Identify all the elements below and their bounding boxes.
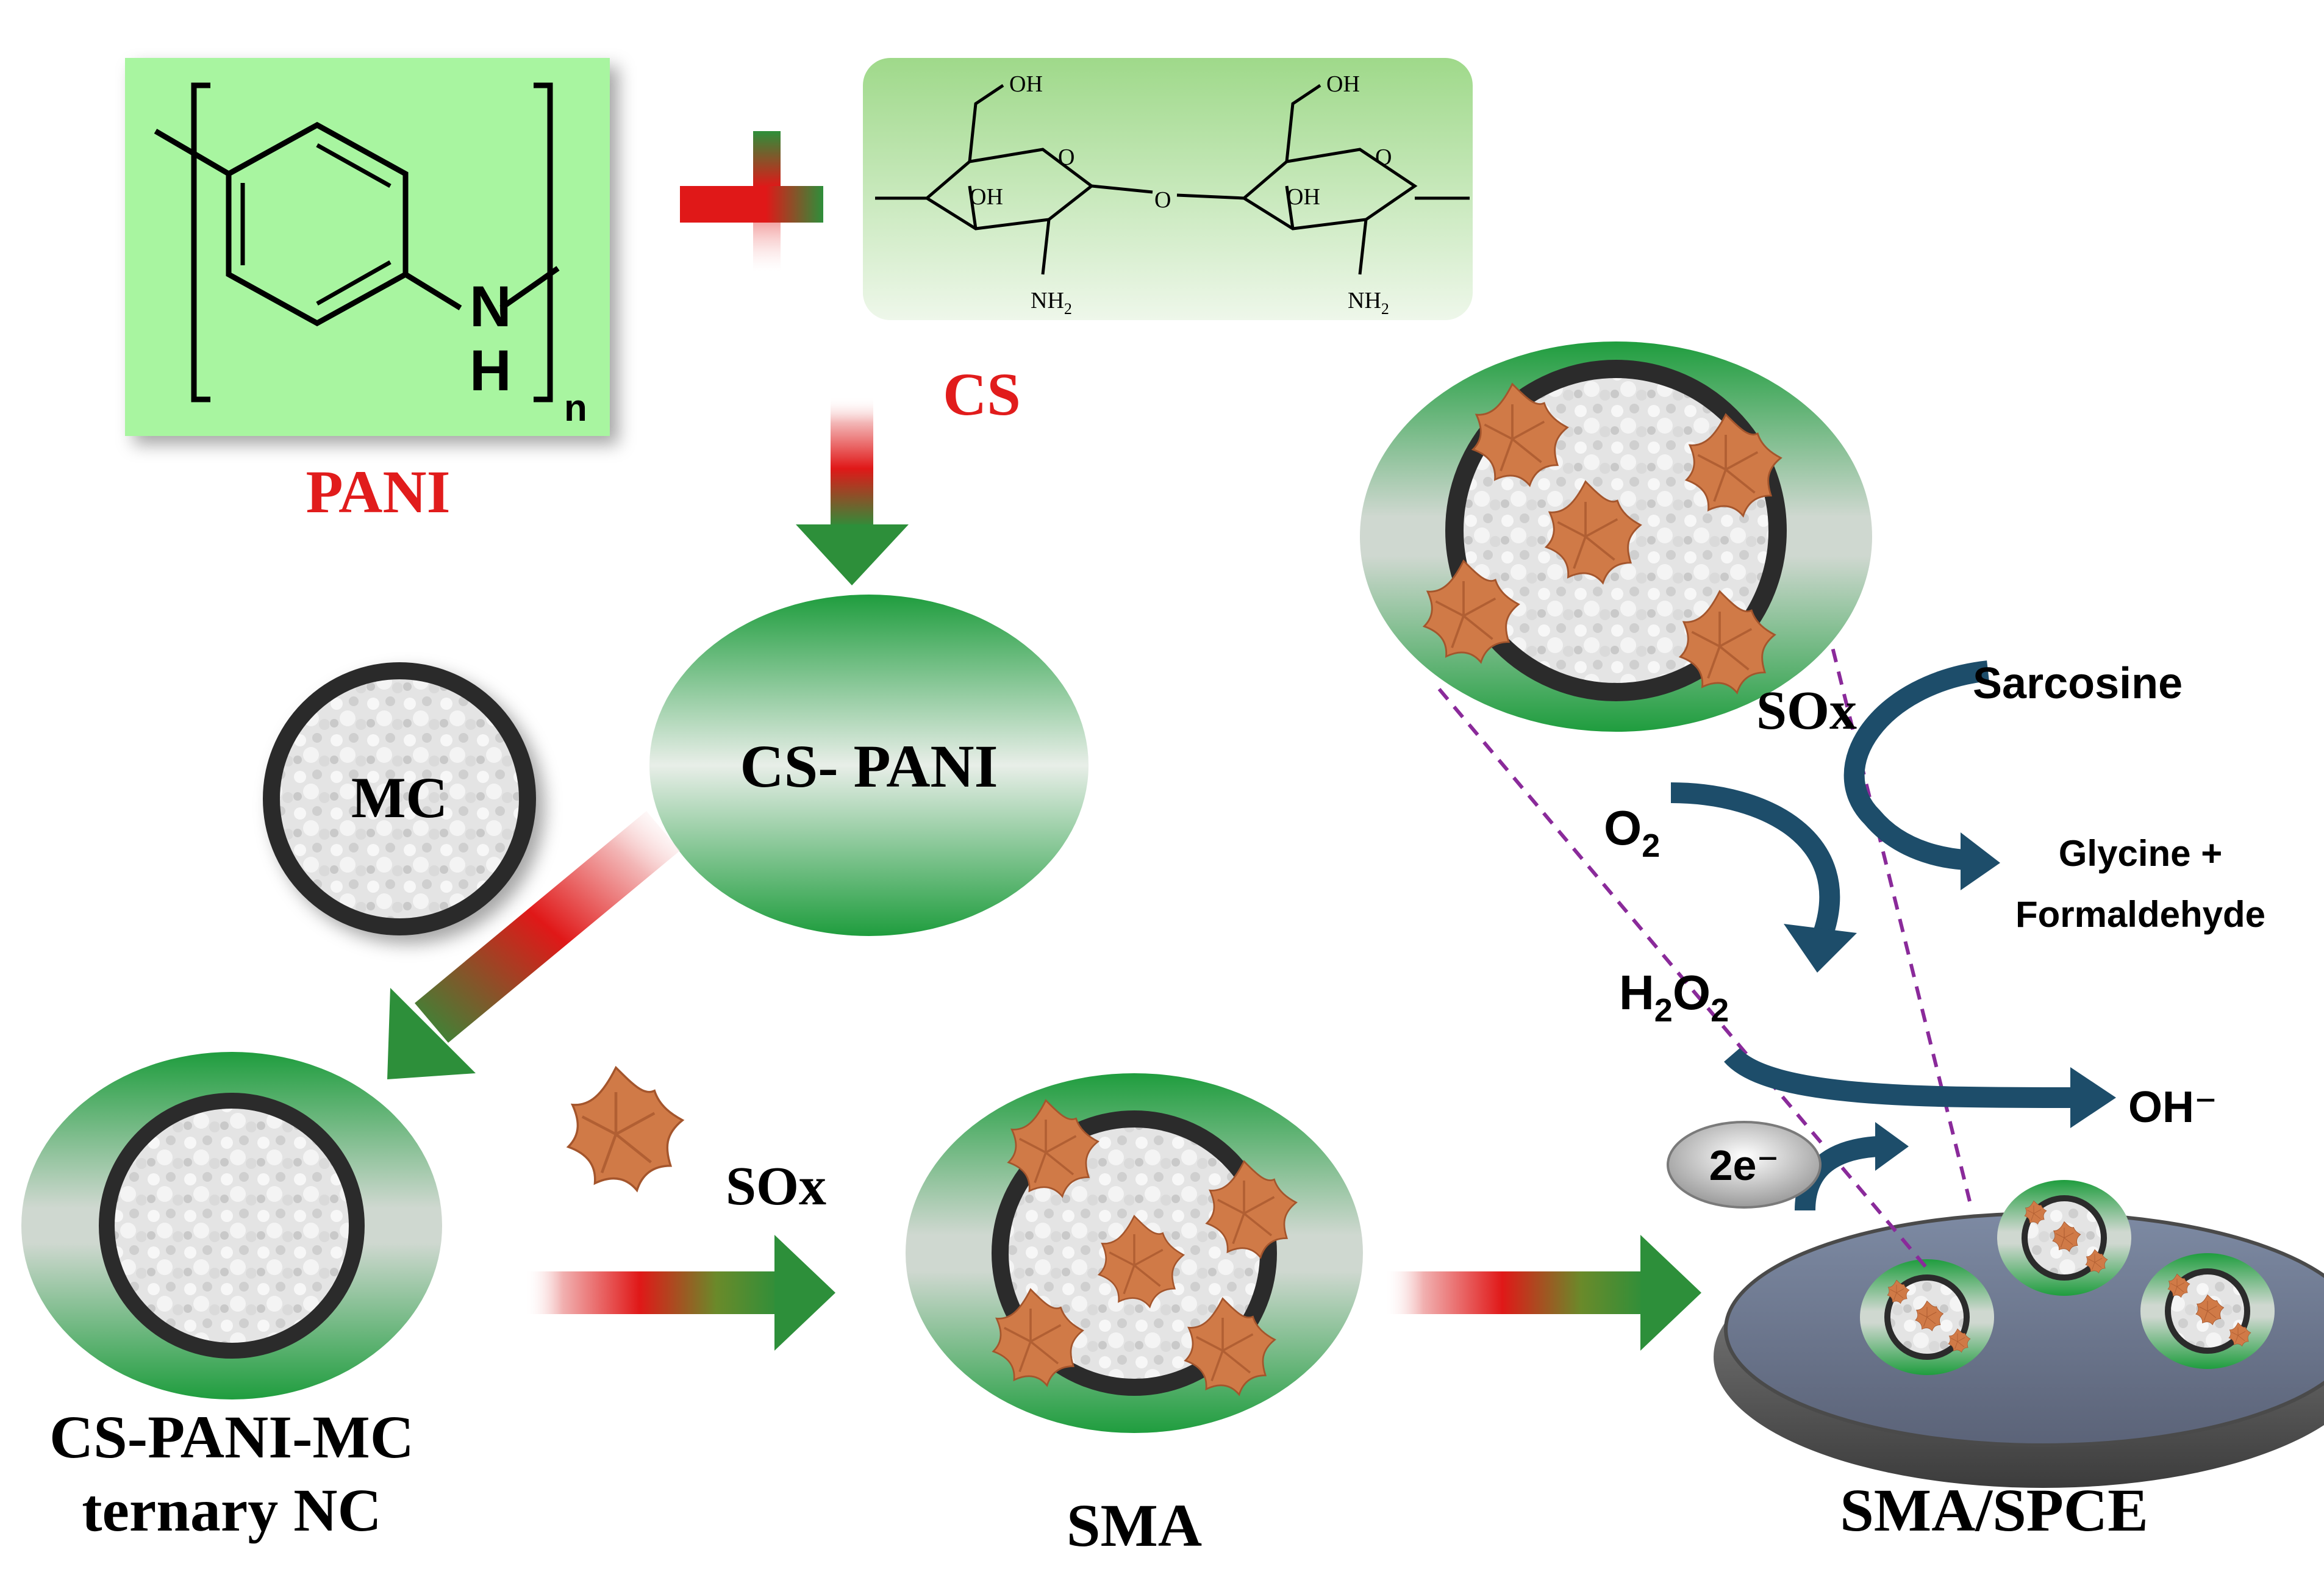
sma-label: SMA (1067, 1492, 1202, 1559)
mc-particle (263, 662, 536, 935)
cs-ring-oxygen-1: O (1058, 145, 1074, 170)
cs-nh2-1: NH2 (1031, 288, 1072, 318)
sox-step-label: SOx (726, 1156, 826, 1217)
cs-structure (875, 84, 1470, 275)
ternary-label-line2: ternary NC (82, 1476, 382, 1544)
sox-enzyme-label: SOx (1756, 681, 1857, 741)
arrow-to-spce (1384, 1235, 1701, 1351)
ternary-label-line1: CS-PANI-MC (49, 1403, 414, 1471)
mc-label: MC (351, 765, 448, 830)
ternary-nc-particle (21, 1052, 442, 1399)
pani-h-atom: H (470, 338, 512, 403)
pani-structure-box (125, 58, 610, 436)
cs-oh-1: OH (1009, 71, 1043, 97)
sox-enzyme-icon (568, 1068, 682, 1190)
cs-structure-box (863, 58, 1473, 320)
arrow-to-ternary (387, 811, 680, 1079)
cs-oh-2: OH (1326, 71, 1360, 97)
sma-zoom-particle (1360, 341, 1872, 732)
sma-particle (906, 1073, 1363, 1433)
products-label-line1: Glycine + (2059, 833, 2222, 874)
spce-particle-3 (2140, 1253, 2275, 1369)
sarcosine-label: Sarcosine (1973, 659, 2183, 708)
hydroxide-label: OH⁻ (2128, 1083, 2217, 1132)
spce-particle-1 (1860, 1259, 1994, 1375)
cs-pani-label: CS- PANI (740, 732, 998, 800)
reaction-arrows (1670, 660, 2080, 1211)
reaction-arrowheads (1784, 832, 2116, 1171)
cs-pani-ellipse (649, 595, 1089, 936)
spce-electrode-dish (1714, 1180, 2324, 1488)
arrow-to-sma (524, 1235, 835, 1351)
electron-label: 2e⁻ (1709, 1142, 1779, 1189)
cs-oh-4: OH (1287, 184, 1320, 210)
cs-oh-3: OH (970, 184, 1003, 210)
arrow-to-cs-pani (796, 396, 909, 585)
cs-glycosidic-oxygen: O (1154, 187, 1171, 213)
oxygen-label: O2 (1604, 801, 1660, 864)
electron-badge: 2e⁻ (1667, 1121, 1822, 1209)
zoom-guide-lines (1437, 536, 1972, 1270)
cs-label: CS (943, 360, 1021, 428)
plus-sign (680, 131, 823, 271)
spce-label: SMA/SPCE (1840, 1476, 2148, 1544)
pani-label: PANI (306, 458, 450, 526)
cs-nh2-2: NH2 (1348, 288, 1389, 318)
pani-n-atom: N (470, 274, 512, 339)
hydrogen-peroxide-label: H2O2 (1619, 965, 1729, 1029)
cs-ring-oxygen-2: O (1375, 145, 1392, 170)
pani-repeat-subscript: n (564, 387, 587, 429)
pani-structure (154, 82, 560, 402)
products-label-line2: Formaldehyde (2015, 894, 2265, 935)
spce-particle-2 (1997, 1180, 2131, 1296)
